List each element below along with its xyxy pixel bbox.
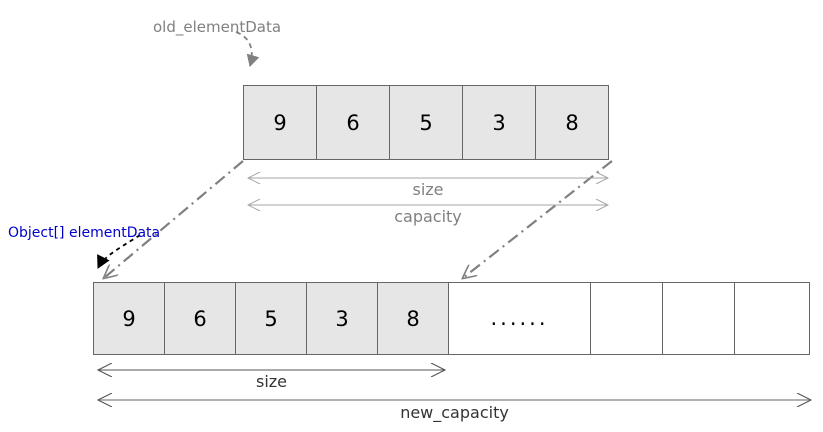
new-capacity-label: new_capacity	[400, 403, 509, 422]
size-label-top: size	[412, 180, 444, 199]
new-array-cell-empty	[662, 282, 735, 355]
old-elementdata-pointer	[235, 31, 260, 67]
new-array-ellipsis-cell: ......	[448, 282, 591, 355]
new-array-cell: 3	[306, 282, 378, 355]
new-array-cell: 8	[377, 282, 449, 355]
new-array-cell-empty	[590, 282, 663, 355]
old-array-cell: 6	[316, 85, 390, 160]
size-label-bottom: size	[255, 372, 288, 391]
old-array-cell: 9	[243, 85, 317, 160]
capacity-label-top: capacity	[394, 207, 462, 226]
old-array-cell: 5	[389, 85, 463, 160]
new-array-cell: 6	[164, 282, 236, 355]
ellipsis-text: ......	[490, 306, 549, 330]
new-element-data-array: 9 6 5 3 8 ......	[93, 282, 816, 355]
object-element-data-label: Object[] elementData	[8, 225, 161, 241]
copy-start-connector	[104, 160, 244, 278]
new-array-cell: 5	[235, 282, 307, 355]
new-array-cell-empty	[734, 282, 810, 355]
old-element-data-label: old_elementData	[153, 18, 282, 36]
old-array-cell: 3	[462, 85, 536, 160]
new-array-cell: 9	[93, 282, 165, 355]
old-array-cell: 8	[535, 85, 609, 160]
old-element-data-array: 9 6 5 3 8	[243, 85, 613, 160]
